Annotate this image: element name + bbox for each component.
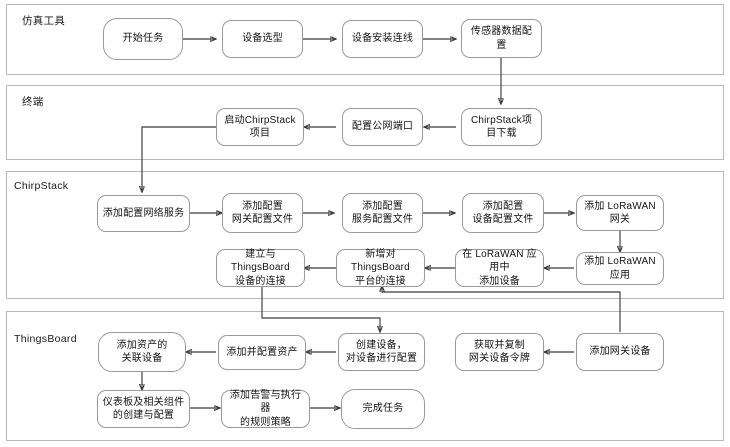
node-line-1: 添加配置: [242, 200, 283, 212]
node-add-gateway-device[interactable]: 添加网关设备: [576, 333, 664, 371]
node-line-2: 平台的连接: [355, 275, 406, 287]
node-start-chirpstack-project[interactable]: 启动ChirpStack项目: [216, 108, 304, 146]
node-line-1: 获取并复制: [474, 339, 525, 351]
node-label: 添加资产的 关联设备: [103, 339, 181, 366]
node-label: 新增对ThingsBoard 平台的连接: [341, 248, 420, 289]
node-sensor-data-config[interactable]: 传感器数据配置: [461, 19, 542, 58]
node-line-2: 设备配置文件: [472, 214, 534, 225]
node-establish-thingsboard-device-link[interactable]: 建立与ThingsBoard 设备的连接: [216, 249, 305, 287]
node-add-service-profile[interactable]: 添加配置 服务配置文件: [342, 193, 423, 233]
node-label: 创建设备， 对设备进行配置: [343, 339, 420, 366]
node-copy-gateway-token[interactable]: 获取并复制 网关设备令牌: [455, 333, 544, 371]
node-label: 添加配置 设备配置文件: [467, 200, 539, 227]
node-line-2: 设备的连接: [235, 275, 286, 287]
node-line-1: 仪表板及相关组件: [102, 396, 185, 408]
node-label: 仪表板及相关组件 的创建与配置: [102, 396, 185, 423]
node-alarm-rule-chain[interactable]: 添加告警与执行器 的规则策略: [221, 390, 310, 428]
node-label: ChirpStack项目下载: [470, 114, 533, 140]
node-line-2: 添加设备: [479, 275, 520, 287]
node-label: 在 LoRaWAN 应用中 添加设备: [460, 248, 539, 289]
node-label: 添加配置 网关配置文件: [227, 200, 298, 227]
node-line-2: 网关设备令牌: [468, 353, 531, 364]
node-start-task[interactable]: 开始任务: [103, 18, 183, 60]
node-label: 配置公网端口: [351, 121, 414, 133]
node-add-device-profile[interactable]: 添加配置 设备配置文件: [462, 193, 544, 233]
node-line-2: 服务配置文件: [351, 214, 414, 225]
node-line-2: 关联设备: [121, 353, 163, 364]
node-label: 建立与ThingsBoard 设备的连接: [221, 248, 300, 289]
node-line-1: 创建设备，: [356, 339, 407, 351]
node-label: 添加 LoRaWAN 应用: [584, 256, 656, 281]
node-create-configure-device[interactable]: 创建设备， 对设备进行配置: [338, 333, 425, 371]
lane-terminal-label: 终端: [22, 96, 44, 108]
node-line-1: 新增对ThingsBoard: [351, 248, 410, 274]
node-configure-public-port[interactable]: 配置公网端口: [342, 108, 423, 146]
node-add-gateway-profile[interactable]: 添加配置 网关配置文件: [222, 193, 303, 233]
node-line-1: 在 LoRaWAN 应用中: [462, 248, 537, 274]
node-dashboard-widget-config[interactable]: 仪表板及相关组件 的创建与配置: [97, 390, 190, 428]
node-label: 开始任务: [122, 33, 164, 45]
node-line-2: 对设备进行配置: [345, 353, 418, 364]
node-device-selection[interactable]: 设备选型: [222, 20, 303, 58]
node-add-thingsboard-integration[interactable]: 新增对ThingsBoard 平台的连接: [336, 249, 425, 287]
node-label: 添加 LoRaWAN 网关: [584, 200, 656, 226]
node-label: 设备选型: [242, 33, 283, 45]
node-line-1: 建立与ThingsBoard: [231, 248, 290, 274]
lane-thingsboard-label: ThingsBoard: [14, 333, 77, 345]
node-line-2: 网关配置文件: [231, 214, 294, 225]
node-add-configure-asset[interactable]: 添加并配置资产: [218, 335, 306, 370]
node-add-device-in-application[interactable]: 在 LoRaWAN 应用中 添加设备: [455, 249, 544, 287]
node-line-2: 的创建与配置: [112, 410, 175, 421]
node-line-1: 添加配置: [482, 200, 524, 212]
node-add-lorawan-gateway[interactable]: 添加 LoRaWAN 网关: [576, 195, 664, 231]
lane-sim-label: 仿真工具: [22, 15, 66, 27]
node-line-2: 的规则策略: [240, 416, 291, 428]
node-add-asset-related-device[interactable]: 添加资产的 关联设备: [98, 332, 186, 372]
node-label: 设备安装连线: [351, 33, 414, 45]
node-label: 启动ChirpStack项目: [224, 114, 296, 140]
node-finish-task[interactable]: 完成任务: [341, 389, 425, 429]
node-label: 添加配置网络服务: [102, 207, 185, 219]
node-label: 传感器数据配置: [470, 26, 533, 51]
node-label: 添加并配置资产: [226, 346, 298, 358]
node-device-install-wiring[interactable]: 设备安装连线: [342, 20, 423, 58]
node-line-1: 添加配置: [362, 200, 403, 212]
node-add-network-service[interactable]: 添加配置网络服务: [97, 195, 190, 232]
node-line-1: 添加资产的: [116, 339, 168, 351]
lane-chirpstack-label: ChirpStack: [14, 180, 69, 192]
node-label: 添加网关设备: [589, 346, 651, 358]
node-label: 添加配置 服务配置文件: [347, 200, 418, 227]
node-line-1: 添加告警与执行器: [229, 389, 302, 415]
node-label: 添加告警与执行器 的规则策略: [226, 389, 305, 430]
node-add-lorawan-application[interactable]: 添加 LoRaWAN 应用: [576, 252, 664, 285]
node-label: 完成任务: [362, 403, 404, 415]
node-label: 获取并复制 网关设备令牌: [460, 339, 539, 366]
node-chirpstack-download[interactable]: ChirpStack项目下载: [461, 108, 542, 146]
